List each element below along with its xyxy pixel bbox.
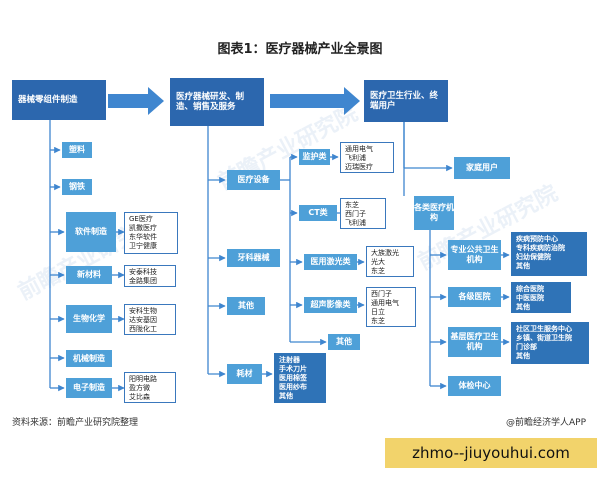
list-item: 安科生物	[129, 307, 157, 315]
list-item: 其他	[516, 262, 530, 270]
list-item: 通用电气	[371, 299, 399, 307]
medical-equipment-box: 医疗设备	[227, 170, 280, 190]
software-company-list: GE医疗 凯撒医疗 东华软件 卫宁健康	[124, 212, 178, 254]
url-banner: zhmo--jiuyouhui.com	[385, 438, 597, 468]
hospitals-box: 各级医院	[448, 287, 501, 307]
electronics-box: 电子制造	[66, 378, 112, 398]
biochem-company-list: 安科生物 达安基因 西陇化工	[124, 304, 176, 335]
monitor-box: 监护类	[299, 149, 330, 165]
list-item: 社区卫生服务中心	[516, 325, 572, 333]
electronics-company-list: 阳明电路 盈方微 艾比森	[124, 372, 176, 403]
machinery-box: 机械制造	[66, 350, 112, 367]
list-item: 东芝	[371, 267, 385, 275]
public-health-list: 疾病预防中心 专科疾病防治院 妇幼保健院 其他	[511, 232, 587, 276]
source-note: 资料来源：前瞻产业研究院整理	[12, 418, 139, 428]
list-item: 西门子	[371, 290, 392, 298]
brand-credit: @前瞻经济学人APP	[505, 418, 586, 428]
list-item: 阳明电路	[129, 375, 157, 383]
list-item: 艾比森	[129, 393, 150, 401]
list-item: 东芝	[371, 317, 385, 325]
list-item: 专科疾病防治院	[516, 244, 565, 252]
dental-box: 牙科器械	[227, 249, 280, 267]
institutions-box: 各类医疗机构	[414, 196, 454, 230]
list-item: 其他	[516, 303, 530, 311]
consumables-list: 注射器 手术刀片 医用棉签 医用纱布 其他	[274, 353, 326, 403]
list-item: 妇幼保健院	[516, 253, 551, 261]
plastic-box: 塑料	[62, 142, 92, 158]
list-item: 西门子	[345, 210, 366, 218]
list-item: 通用电气	[345, 145, 373, 153]
list-item: 达安基因	[129, 316, 157, 324]
grassroots-box: 基层医疗卫生机构	[448, 327, 501, 357]
ultrasound-box: 超声影像类	[304, 297, 357, 313]
home-users-box: 家庭用户	[454, 157, 510, 179]
list-item: 医用纱布	[279, 383, 307, 391]
monitor-company-list: 通用电气 飞利浦 迈瑞医疗	[340, 142, 394, 173]
list-item: 大族激光	[371, 249, 399, 257]
grassroots-list: 社区卫生服务中心 乡镇、街道卫生院 门诊部 其他	[511, 322, 589, 364]
new-material-company-list: 安泰科技 金路集团	[124, 265, 176, 287]
list-item: 东华软件	[129, 233, 157, 241]
stage-arrow-1	[108, 87, 164, 115]
stage-upstream: 器械零组件制造	[12, 80, 106, 120]
list-item: 综合医院	[516, 285, 544, 293]
list-item: 医用棉签	[279, 374, 307, 382]
consumables-box: 耗材	[227, 364, 262, 384]
physical-exam-box: 体检中心	[448, 376, 501, 396]
hospitals-list: 综合医院 中医医院 其他	[511, 282, 571, 313]
ultrasound-company-list: 西门子 通用电气 日立 东芝	[366, 287, 416, 327]
chart-title: 图表1：医疗器械产业全景图	[217, 42, 383, 57]
ct-box: CT类	[299, 205, 337, 221]
stage-downstream: 医疗卫生行业、终端用户	[364, 80, 448, 122]
list-item: 中医医院	[516, 294, 544, 302]
list-item: 疾病预防中心	[516, 235, 558, 243]
laser-box: 医用激光类	[304, 254, 357, 270]
list-item: 注射器	[279, 356, 300, 364]
list-item: 西陇化工	[129, 325, 157, 333]
laser-company-list: 大族激光 光大 东芝	[366, 246, 414, 277]
list-item: 安泰科技	[129, 268, 157, 276]
stage-arrow-2	[270, 87, 360, 115]
list-item: 日立	[371, 308, 385, 316]
list-item: 门诊部	[516, 343, 537, 351]
biochem-box: 生物化学	[66, 305, 112, 333]
steel-box: 钢铁	[62, 179, 92, 195]
list-item: 乡镇、街道卫生院	[516, 334, 572, 342]
list-item: 凯撒医疗	[129, 224, 157, 232]
list-item: 东芝	[345, 201, 359, 209]
list-item: 卫宁健康	[129, 242, 157, 250]
ct-company-list: 东芝 西门子 飞利浦	[340, 198, 386, 229]
list-item: 金路集团	[129, 277, 157, 285]
software-box: 软件制造	[66, 212, 116, 252]
list-item: 手术刀片	[279, 365, 307, 373]
list-item: GE医疗	[129, 215, 153, 223]
list-item: 飞利浦	[345, 154, 366, 162]
new-material-box: 新材料	[66, 266, 112, 284]
list-item: 迈瑞医疗	[345, 163, 373, 171]
stage-midstream: 医疗器械研发、制造、销售及服务	[170, 78, 264, 126]
public-health-box: 专业公共卫生机构	[448, 240, 501, 270]
list-item: 其他	[279, 392, 293, 400]
other-sub-box: 其他	[328, 334, 360, 350]
list-item: 飞利浦	[345, 219, 366, 227]
other-box: 其他	[227, 297, 265, 315]
list-item: 其他	[516, 352, 530, 360]
list-item: 盈方微	[129, 384, 150, 392]
list-item: 光大	[371, 258, 385, 266]
